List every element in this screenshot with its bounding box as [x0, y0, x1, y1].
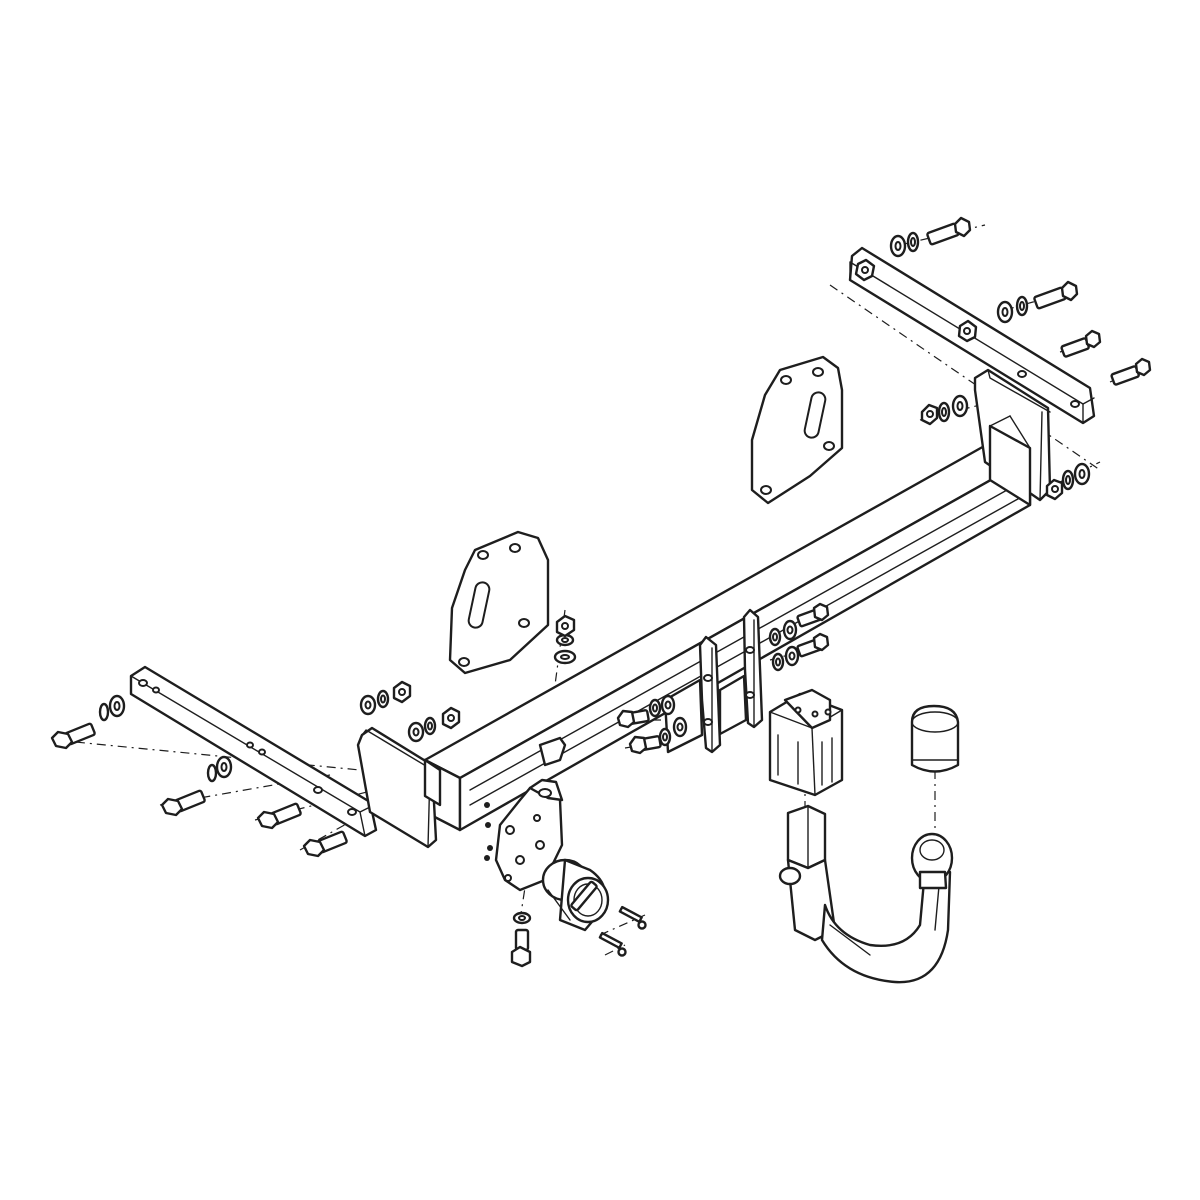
bolt-center-3 — [796, 602, 830, 628]
bolt-center-2 — [628, 735, 662, 755]
left-side-arm — [129, 665, 378, 838]
right-side-arm — [848, 246, 1096, 425]
detachable-ball-neck — [778, 804, 954, 984]
bolt-right-2 — [1033, 280, 1079, 310]
bolt-left-3 — [256, 802, 302, 830]
electrical-socket — [541, 858, 610, 932]
left-end-plate — [356, 726, 442, 849]
bolt-left-4 — [302, 830, 348, 858]
washers — [98, 231, 1091, 783]
right-end-plate — [973, 368, 1052, 507]
center-hanger-brackets — [663, 608, 764, 754]
mounting-bolts — [50, 216, 1152, 858]
ball-lock-housing — [768, 688, 844, 797]
ball-cap — [910, 704, 960, 773]
bolt-left-2 — [160, 789, 206, 817]
nuts — [392, 403, 1064, 730]
bolt-right-3 — [1060, 329, 1102, 358]
right-reinforcing-plate — [750, 355, 844, 505]
socket-screws — [484, 802, 647, 968]
bolt-left-1 — [50, 722, 96, 750]
bolt-center-1 — [616, 709, 650, 729]
left-reinforcing-plate — [448, 530, 550, 675]
bolt-right-1 — [926, 216, 972, 246]
bolt-center-4 — [796, 632, 830, 658]
socket-bracket — [494, 736, 567, 892]
bolt-right-4 — [1110, 357, 1152, 386]
